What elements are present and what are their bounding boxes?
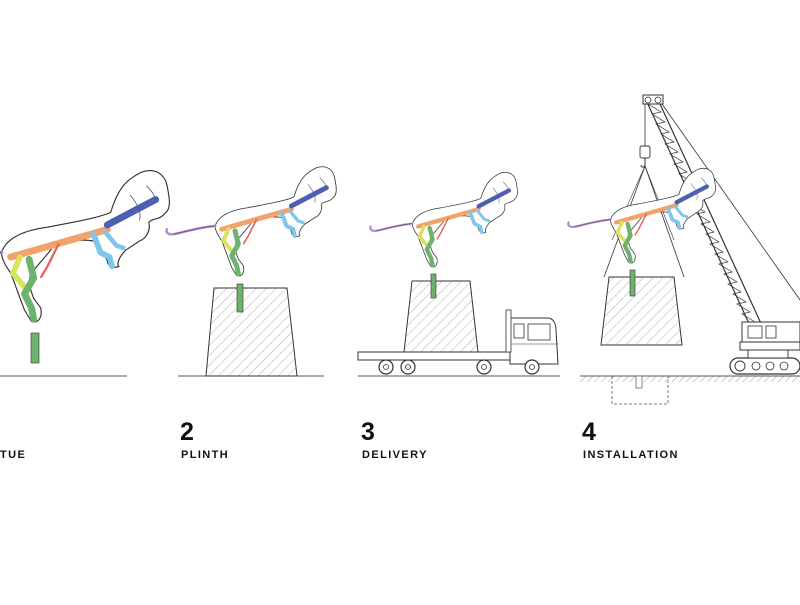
step-label-4: INSTALLATION — [583, 449, 679, 461]
support-pole — [236, 283, 244, 313]
ground-strip — [580, 376, 800, 382]
step-number-2: 2 — [180, 418, 194, 446]
panel-statue — [0, 171, 169, 377]
step-number-3: 3 — [361, 418, 375, 446]
lion-statue-icon — [568, 168, 715, 263]
plinth-icon — [600, 276, 683, 346]
support-pole — [629, 269, 636, 297]
lion-statue-icon — [167, 167, 337, 276]
step-label-3: DELIVERY — [362, 449, 428, 461]
step-number-4: 4 — [582, 418, 596, 446]
panel-delivery — [357, 172, 560, 377]
lion-statue-icon — [0, 171, 169, 322]
support-pole — [30, 332, 40, 364]
step-label-1: TUE — [0, 449, 27, 461]
plinth-icon — [205, 287, 298, 377]
support-pole — [430, 273, 437, 299]
panel-plinth — [167, 167, 337, 377]
flatbed-truck-icon — [357, 309, 559, 375]
lion-statue-icon — [370, 172, 517, 267]
plinth-icon — [403, 280, 479, 353]
step-label-2: PLINTH — [181, 449, 230, 461]
crawler-crane-icon — [639, 94, 800, 375]
panel-installation — [568, 94, 800, 405]
